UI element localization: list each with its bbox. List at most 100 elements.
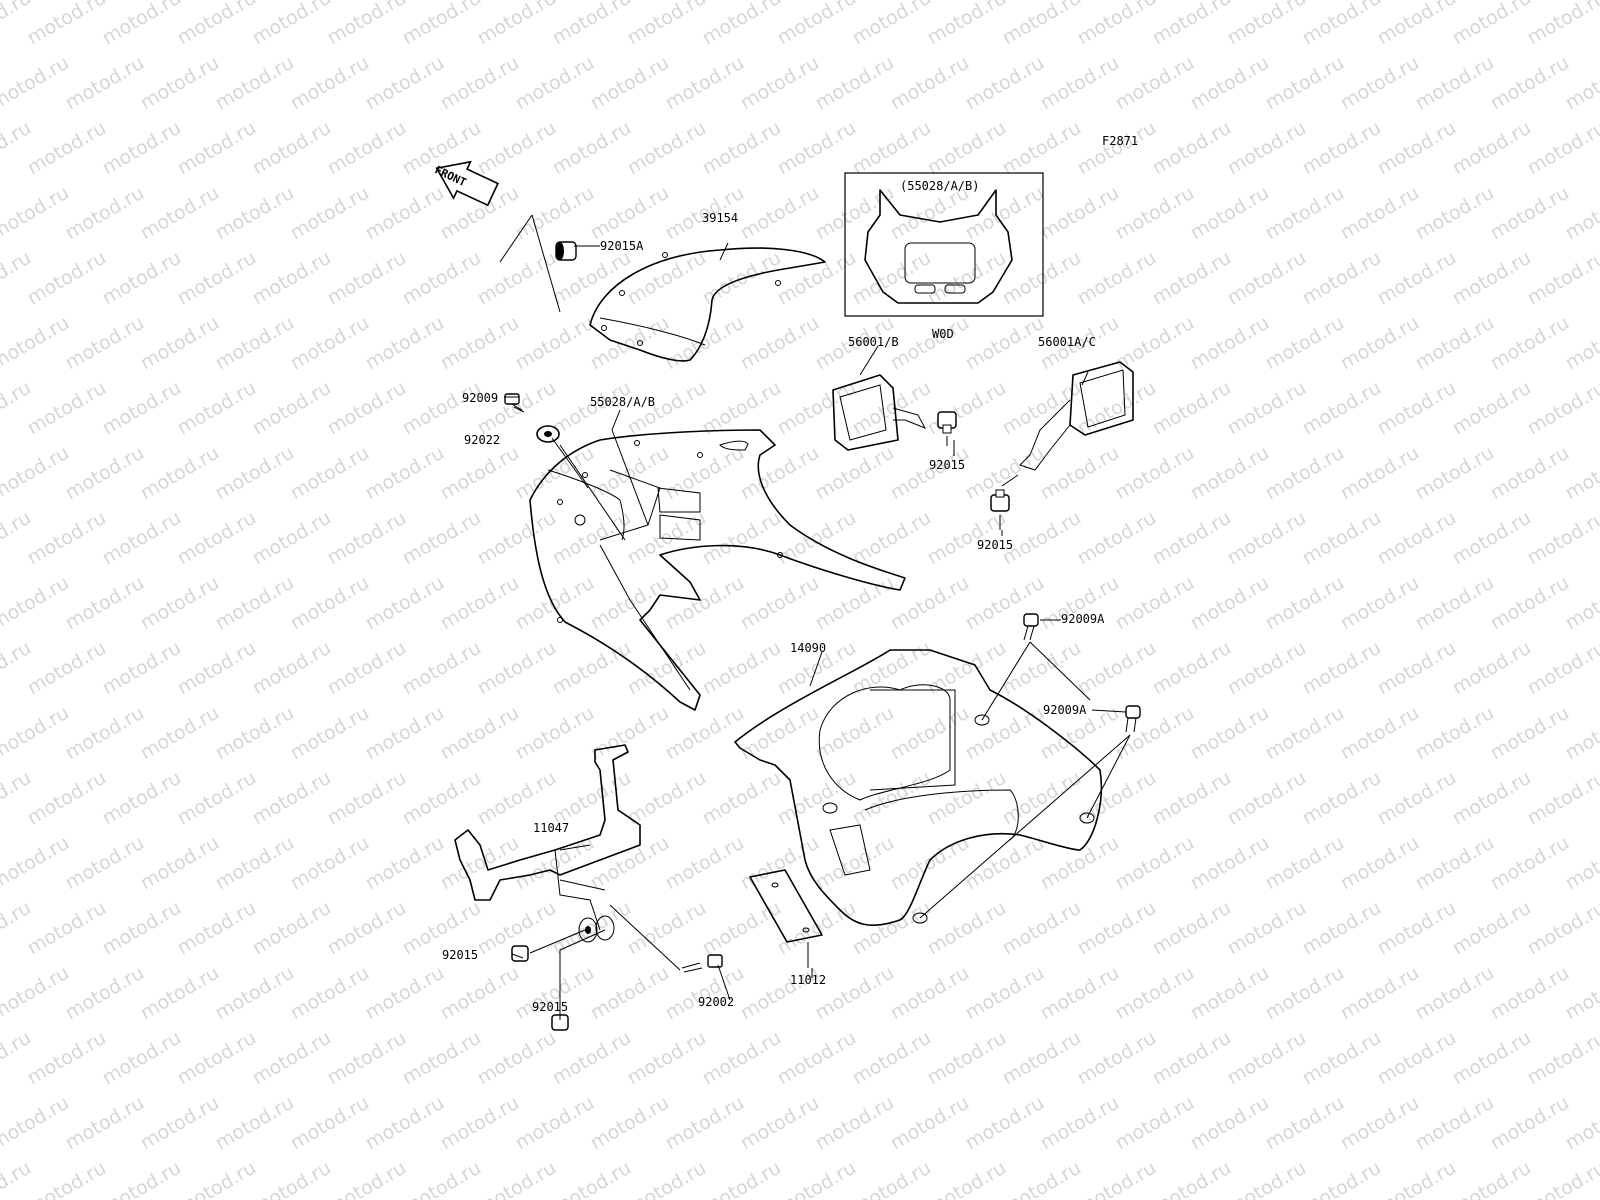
watermark-text: motod.ru (1037, 832, 1123, 895)
watermark-text: motod.ru (1374, 117, 1460, 180)
watermark-text: motod.ru (24, 637, 110, 700)
watermark-text: motod.ru (962, 1092, 1048, 1155)
watermark-text: motod.ru (324, 0, 410, 49)
watermark-text: motod.ru (99, 897, 185, 960)
watermark-text: motod.ru (437, 572, 523, 635)
watermark-text: motod.ru (174, 117, 260, 180)
watermark-text: motod.ru (737, 1092, 823, 1155)
watermark-text: motod.ru (399, 507, 485, 570)
watermark-text: motod.ru (0, 182, 73, 245)
watermark-text: motod.ru (699, 1027, 785, 1090)
watermark-text: motod.ru (549, 117, 635, 180)
watermark-text: motod.ru (437, 1092, 523, 1155)
watermark-text: motod.ru (324, 767, 410, 830)
watermark-text: motod.ru (512, 702, 598, 765)
variant-inset: (55028/A/B) W0D (844, 172, 1044, 341)
watermark-text: motod.ru (1374, 1027, 1460, 1090)
watermark-text: motod.ru (1449, 507, 1535, 570)
watermark-text: motod.ru (437, 702, 523, 765)
watermark-text: motod.ru (512, 52, 598, 115)
watermark-text: motod.ru (1074, 117, 1160, 180)
watermark-text: motod.ru (662, 312, 748, 375)
watermark-text: motod.ru (249, 0, 335, 49)
watermark-text: motod.ru (812, 572, 898, 635)
watermark-text: motod.ru (437, 312, 523, 375)
watermark-text: motod.ru (1187, 702, 1273, 765)
watermark-text: motod.ru (1449, 767, 1535, 830)
watermark-text: motod.ru (1374, 377, 1460, 440)
watermark-text: motod.ru (549, 767, 635, 830)
watermark-text: motod.ru (1074, 767, 1160, 830)
watermark-text: motod.ru (399, 1027, 485, 1090)
watermark-text: motod.ru (812, 52, 898, 115)
watermark-text: motod.ru (1224, 247, 1310, 310)
watermark-text: motod.ru (1262, 572, 1348, 635)
watermark-text: motod.ru (1449, 0, 1535, 49)
watermark-text: motod.ru (137, 702, 223, 765)
watermark-text: motod.ru (587, 1092, 673, 1155)
watermark-text: motod.ru (737, 442, 823, 505)
watermark-text: motod.ru (662, 962, 748, 1025)
watermark-text: motod.ru (1524, 117, 1600, 180)
label-11047: 11047 (533, 821, 569, 835)
watermark-text: motod.ru (1149, 1027, 1235, 1090)
watermark-text: motod.ru (24, 377, 110, 440)
watermark-text: motod.ru (212, 52, 298, 115)
watermark-text: motod.ru (1224, 637, 1310, 700)
watermark-text: motod.ru (249, 507, 335, 570)
watermark-text: motod.ru (1299, 507, 1385, 570)
watermark-text: motod.ru (774, 247, 860, 310)
watermark-text: motod.ru (1299, 247, 1385, 310)
watermark-text: motod.ru (1412, 312, 1498, 375)
watermark-text: motod.ru (962, 702, 1048, 765)
watermark-text: motod.ru (1487, 1092, 1573, 1155)
watermark-text: motod.ru (999, 767, 1085, 830)
watermark-text: motod.ru (1149, 1157, 1235, 1200)
watermark-text: motod.ru (62, 1092, 148, 1155)
watermark-text: motod.ru (399, 1157, 485, 1200)
watermark-text: motod.ru (1524, 0, 1600, 49)
watermark-text: motod.ru (62, 182, 148, 245)
watermark-text: motod.ru (1037, 962, 1123, 1025)
watermark-text: motod.ru (1337, 312, 1423, 375)
watermark-text: motod.ru (1299, 767, 1385, 830)
inner-cowl-part (734, 649, 1103, 926)
watermark-text: motod.ru (962, 832, 1048, 895)
mirror-left-part (832, 374, 927, 451)
watermark-text: motod.ru (999, 897, 1085, 960)
watermark-text: motod.ru (549, 1157, 635, 1200)
watermark-text: motod.ru (1224, 0, 1310, 49)
watermark-text: motod.ru (1412, 832, 1498, 895)
watermark-text: motod.ru (137, 832, 223, 895)
watermark-text: motod.ru (1262, 52, 1348, 115)
watermark-text: motod.ru (287, 312, 373, 375)
label-56001AC: 56001A/C (1038, 335, 1096, 349)
watermark-text: motod.ru (699, 507, 785, 570)
watermark-text: motod.ru (999, 117, 1085, 180)
watermark-text: motod.ru (624, 1157, 710, 1200)
watermark-text: motod.ru (362, 312, 448, 375)
watermark-text: motod.ru (1262, 1092, 1348, 1155)
watermark-text: motod.ru (512, 1092, 598, 1155)
watermark-text: motod.ru (924, 117, 1010, 180)
watermark-text: motod.ru (99, 637, 185, 700)
watermark-text: motod.ru (774, 897, 860, 960)
watermark-text: motod.ru (1337, 52, 1423, 115)
label-92015-stay: 92015 (442, 948, 478, 962)
watermark-text: motod.ru (1299, 377, 1385, 440)
watermark-text: motod.ru (174, 377, 260, 440)
label-56001B: 56001/B (848, 335, 899, 349)
label-11012: 11012 (790, 973, 826, 987)
watermark-text: motod.ru (999, 1027, 1085, 1090)
watermark-text: motod.ru (812, 832, 898, 895)
watermark-text: motod.ru (1187, 312, 1273, 375)
watermark-text: motod.ru (249, 117, 335, 180)
watermark-text: motod.ru (287, 182, 373, 245)
watermark-text: motod.ru (474, 0, 560, 49)
watermark-text: motod.ru (62, 52, 148, 115)
watermark-text: motod.ru (737, 962, 823, 1025)
watermark-text: motod.ru (399, 637, 485, 700)
watermark-text: motod.ru (1112, 572, 1198, 635)
watermark-text: motod.ru (1149, 0, 1235, 49)
watermark-text: motod.ru (399, 247, 485, 310)
